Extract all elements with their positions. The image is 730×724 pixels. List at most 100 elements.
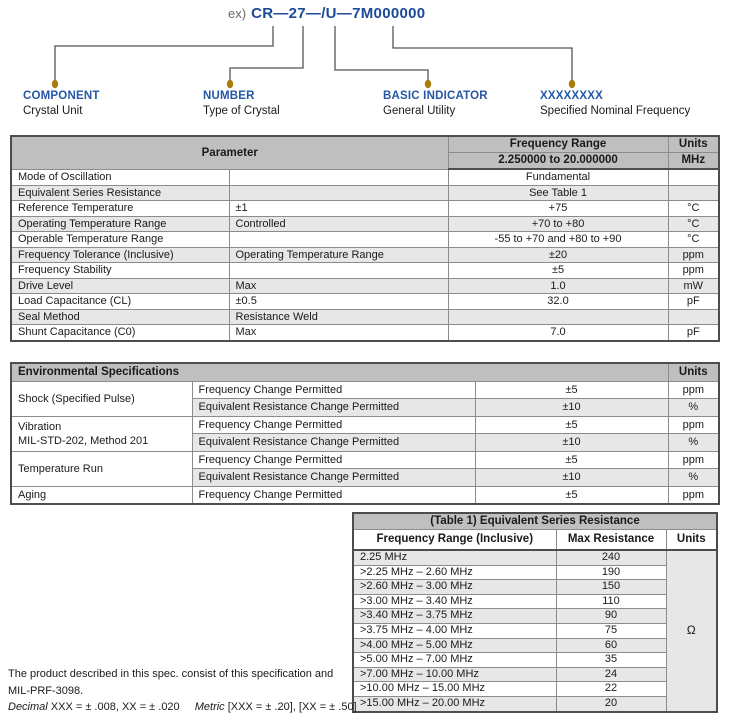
esr-resistance-cell: 20 [555, 695, 667, 713]
param-qualifier-cell: Resistance Weld [228, 308, 449, 325]
param-name-cell: Operable Temperature Range [10, 231, 230, 248]
param-value-cell: ±20 [447, 246, 669, 263]
table-row: Frequency Range (Inclusive) Max Resistan… [352, 529, 718, 551]
esr-range-cell: >2.60 MHz – 3.00 MHz [352, 579, 557, 595]
param-unit-cell: ppm [667, 246, 720, 263]
esr-resistance-cell: 90 [555, 608, 667, 624]
parameter-header: Parameter [10, 135, 449, 170]
env-group-name: Temperature Run [18, 462, 103, 475]
esr-title: (Table 1) Equivalent Series Resistance [352, 512, 718, 530]
esr-range-cell: 2.25 MHz [352, 549, 557, 566]
param-name-cell: Load Capacitance (CL) [10, 293, 230, 310]
param-qualifier-cell [228, 168, 449, 186]
table-row: Frequency Tolerance (Inclusive)Operating… [10, 246, 720, 263]
env-test-cell: Frequency Change Permitted [191, 380, 476, 399]
env-units-header: Units [667, 362, 720, 382]
param-value-cell: +75 [447, 200, 669, 217]
esr-col-frequency: Frequency Range (Inclusive) [352, 529, 557, 551]
metric-label: Metric [194, 701, 225, 713]
esr-resistance-cell: 150 [555, 579, 667, 595]
env-unit-cell: ppm [667, 380, 720, 399]
param-value-cell: -55 to +70 and +80 to +90 [447, 231, 669, 248]
callout-dot [424, 79, 432, 89]
callout-label: BASIC INDICATOR [383, 90, 488, 102]
env-test-cell: Equivalent Resistance Change Permitted [191, 398, 476, 417]
param-qualifier-cell: Max [228, 277, 449, 294]
param-qualifier-cell: Operating Temperature Range [228, 246, 449, 263]
esr-range-cell: >10.00 MHz – 15.00 MHz [352, 681, 557, 697]
param-name-cell: Mode of Oscillation [10, 168, 230, 186]
param-qualifier-cell: Max [228, 324, 449, 341]
param-value-cell: Fundamental [447, 168, 669, 186]
connector-line-component [54, 26, 274, 80]
callout-number: NUMBER Type of Crystal [203, 90, 280, 117]
frequency-range-header: Frequency Range [447, 135, 669, 153]
param-unit-cell: pF [667, 293, 720, 310]
param-unit-cell: pF [667, 324, 720, 341]
callout-dot [568, 79, 576, 89]
units-header: Units [667, 135, 720, 153]
param-value-cell: See Table 1 [447, 184, 669, 201]
env-test-cell: Equivalent Resistance Change Permitted [191, 433, 476, 452]
esr-resistance-cell: 190 [555, 564, 667, 581]
esr-range-cell: >3.00 MHz – 3.40 MHz [352, 593, 557, 610]
esr-col-resistance: Max Resistance [555, 529, 667, 551]
param-value-cell: +70 to +80 [447, 215, 669, 232]
param-value-cell: 7.0 [447, 324, 669, 341]
esr-range-cell: >7.00 MHz – 10.00 MHz [352, 666, 557, 683]
esr-units-cell: Ω [665, 549, 718, 713]
env-group-cell: Aging [10, 485, 193, 505]
table-row: Equivalent Series Resistance See Table 1 [10, 184, 720, 201]
table-row: Reference Temperature±1+75°C [10, 200, 720, 217]
param-name-cell: Seal Method [10, 308, 230, 325]
env-value-cell: ±5 [474, 450, 669, 469]
env-unit-cell: % [667, 398, 720, 417]
metric-text: [XXX = ± .20], [XX = ± .50] [227, 701, 357, 713]
callout-dot [226, 79, 234, 89]
param-qualifier-cell [228, 231, 449, 248]
param-name-cell: Reference Temperature [10, 200, 230, 217]
callout-basic-indicator: BASIC INDICATOR General Utility [383, 90, 488, 117]
table-row: Environmental Specifications Units [10, 362, 720, 382]
esr-range-cell: >5.00 MHz – 7.00 MHz [352, 652, 557, 668]
footnote-line1: The product described in this spec. cons… [8, 668, 334, 680]
esr-resistance-cell: 110 [555, 593, 667, 610]
env-unit-cell: % [667, 433, 720, 452]
param-qualifier-cell: Controlled [228, 215, 449, 232]
env-group-cell: Shock (Specified Pulse) [10, 380, 193, 417]
env-value-cell: ±5 [474, 485, 669, 505]
param-name-cell: Frequency Stability [10, 262, 230, 279]
param-value-cell: ±5 [447, 262, 669, 279]
esr-range-cell: >15.00 MHz – 20.00 MHz [352, 695, 557, 713]
env-value-cell: ±10 [474, 398, 669, 417]
esr-col-units: Units [665, 529, 718, 551]
esr-resistance-cell: 24 [555, 666, 667, 683]
param-unit-cell [667, 184, 720, 201]
env-value-cell: ±10 [474, 433, 669, 452]
esr-resistance-cell: 240 [555, 549, 667, 566]
callout-desc: Crystal Unit [23, 105, 83, 117]
param-name-cell: Equivalent Series Resistance [10, 184, 230, 201]
esr-range-cell: >3.40 MHz – 3.75 MHz [352, 608, 557, 624]
connector-line-number [229, 26, 304, 80]
example-prefix: ex) [228, 6, 247, 21]
table-row: Shock (Specified Pulse) Frequency Change… [10, 380, 720, 417]
footnote-line2: MIL-PRF-3098. [8, 684, 84, 697]
param-qualifier-cell [228, 262, 449, 279]
env-value-cell: ±10 [474, 468, 669, 487]
table-row: 2.250000 to 20.000000 MHz [11, 152, 720, 170]
esr-resistance-cell: 35 [555, 652, 667, 668]
callout-label: XXXXXXXX [540, 90, 603, 102]
callout-label: COMPONENT [23, 90, 100, 102]
